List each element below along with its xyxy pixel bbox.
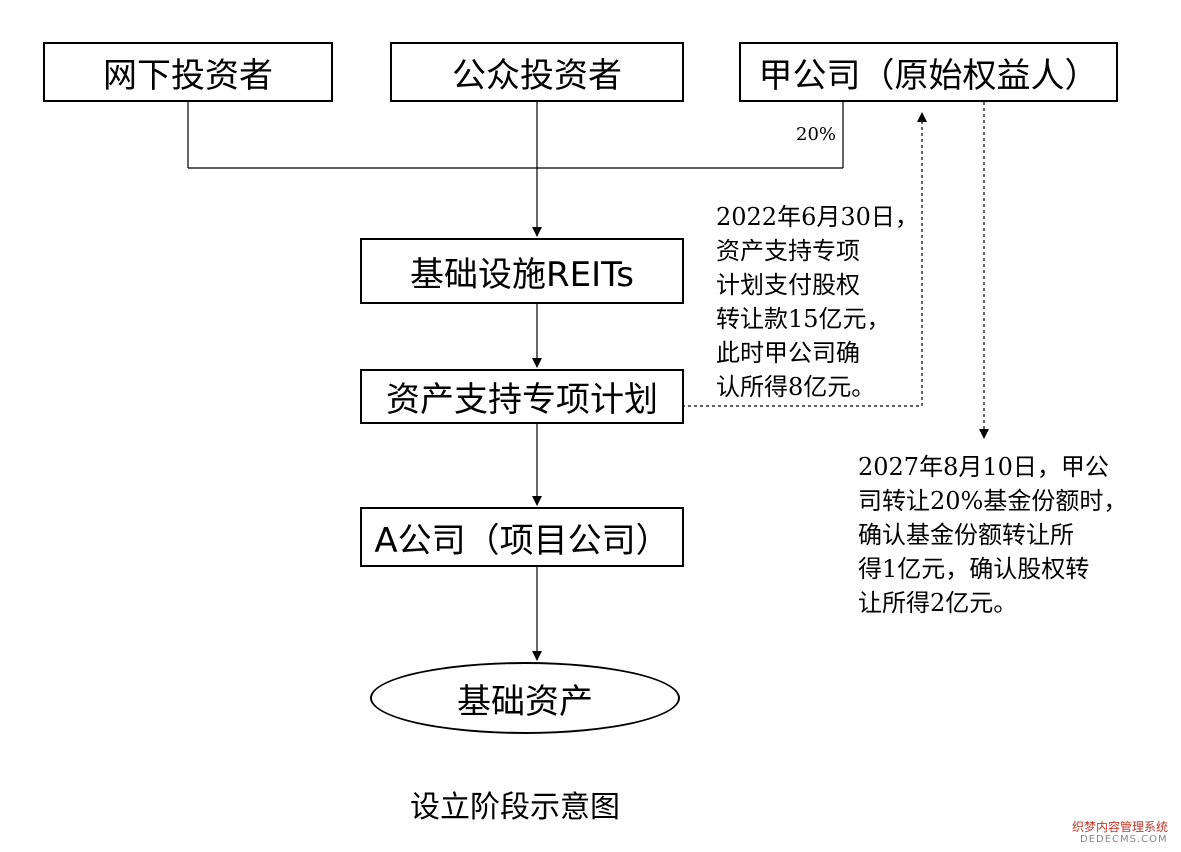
note-2022-line: 2022年6月30日， [716,203,919,231]
underlying-asset-ellipse: 基础资产 [370,662,680,734]
note-2022: 2022年6月30日， 资产支持专项 计划支付股权 转让款15亿元， 此时甲公司… [716,200,919,404]
dashed-abs-to-jia [682,112,927,407]
reits-box: 基础设施REITs [360,238,684,304]
company-a-box: A公司（项目公司） [360,507,684,567]
company-a-label: A公司（项目公司） [374,520,670,561]
underlying-asset-label: 基础资产 [457,681,593,722]
note-2022-line: 计划支付股权 [716,271,860,299]
note-2027-line: 司转让20%基金份额时， [858,487,1128,515]
note-2022-line: 认所得8亿元。 [716,373,876,401]
offline-investors-box: 网下投资者 [43,42,333,102]
note-2027: 2027年8月10日，甲公 司转让20%基金份额时， 确认基金份额转让所 得1亿… [858,450,1127,620]
company-jia-label: 甲公司（原始权益人） [758,55,1099,96]
watermark-line2: DEDECMS.COM [1080,834,1168,845]
note-2022-line: 此时甲公司确 [716,339,860,367]
note-2022-line: 资产支持专项 [716,237,860,265]
note-2022-line: 转让款15亿元， [716,305,891,333]
abs-plan-label: 资产支持专项计划 [386,380,658,420]
offline-investors-label: 网下投资者 [103,55,273,96]
note-2027-line: 2027年8月10日，甲公 [858,453,1109,481]
reits-label: 基础设施REITs [410,254,634,295]
note-2027-line: 让所得2亿元。 [858,589,1018,617]
note-2027-line: 确认基金份额转让所 [858,521,1074,549]
abs-plan-box: 资产支持专项计划 [360,369,684,424]
company-jia-box: 甲公司（原始权益人） [739,42,1118,102]
public-investors-box: 公众投资者 [390,42,684,102]
diagram-caption: 设立阶段示意图 [410,790,620,825]
watermark-line1: 织梦内容管理系统 [1072,820,1169,834]
percent-label: 20% [796,124,837,145]
note-2027-line: 得1亿元，确认股权转 [858,555,1090,583]
public-investors-label: 公众投资者 [452,55,622,96]
